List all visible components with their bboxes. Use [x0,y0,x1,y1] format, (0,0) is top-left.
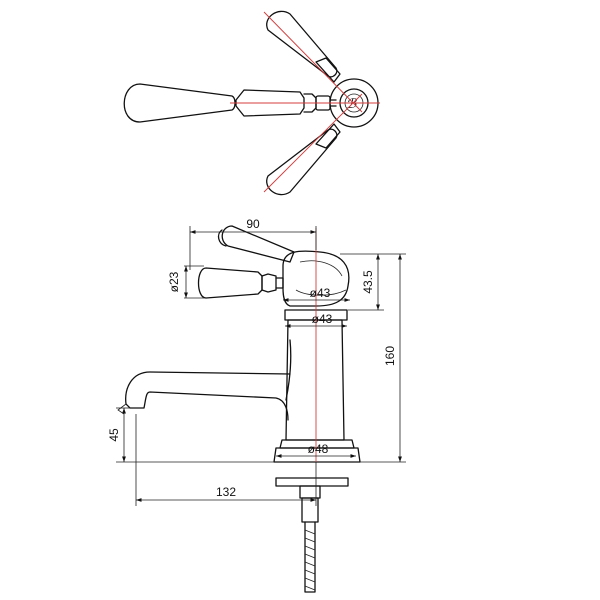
elevation-view [117,225,361,593]
dim-body-diameter-lower: ø43 [312,312,333,326]
dim-overall-height: 160 [383,346,397,366]
plan-centerline-lower [263,93,363,193]
lever-horizontal [197,267,284,299]
dim-handle-span: 90 [246,217,260,231]
tap-body [285,319,345,441]
dim-spout-height: 45 [107,428,121,442]
plan-centerline-upper [263,11,363,113]
dim-head-height: 43.5 [361,270,375,294]
plan-lever-upper [266,10,341,83]
plan-lever-left [123,83,337,123]
dim-base-diameter: ø48 [308,442,329,456]
plan-lever-lower [266,123,341,196]
dimensions: 90 ø23 ø43 ø43 ø48 43.5 160 45 [107,217,406,506]
dim-spout-reach: 132 [216,485,236,499]
spout [125,371,291,421]
mounting-hardware [275,477,349,593]
plan-view: ℬ [123,10,380,196]
lever-angled [217,225,295,263]
dim-body-diameter-upper: ø43 [310,286,331,300]
dim-handle-diameter: ø23 [167,271,181,292]
